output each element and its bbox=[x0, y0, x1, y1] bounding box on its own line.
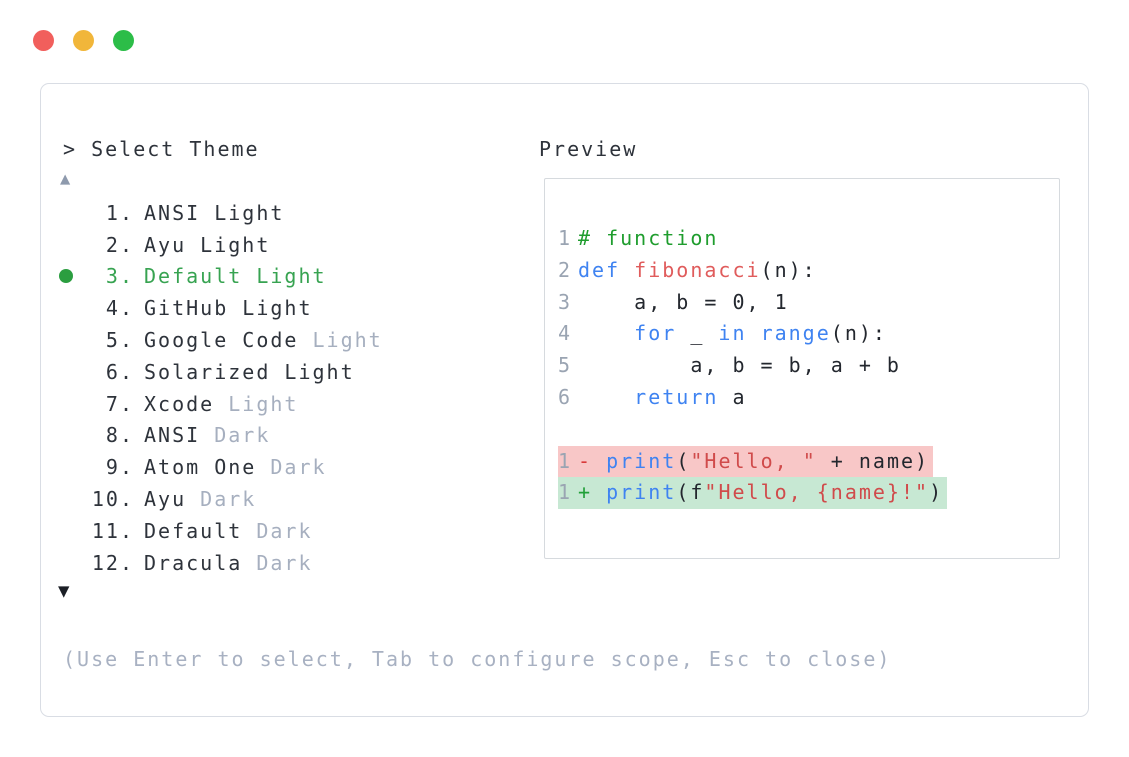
theme-picker-panel: > Select Theme ▲ 1. ANSI Light 2. Ayu Light… bbox=[40, 83, 1089, 717]
code-line: 1# function bbox=[558, 223, 722, 255]
code-line: 5 a, b = b, a + b bbox=[558, 350, 905, 382]
theme-item-12[interactable]: 12. Dracula Dark bbox=[58, 547, 383, 579]
line-number: 1 bbox=[558, 226, 573, 250]
theme-item-10[interactable]: 10. Ayu Dark bbox=[58, 483, 383, 515]
code-tokens: - print("Hello, " + name) bbox=[578, 448, 930, 473]
scroll-down-icon[interactable]: ▼ bbox=[58, 580, 70, 602]
theme-list: 1. ANSI Light 2. Ayu Light 3. Default Light 4.… bbox=[58, 197, 383, 579]
theme-item-1[interactable]: 1. ANSI Light bbox=[58, 197, 383, 229]
theme-item-label: GitHub Light bbox=[144, 296, 313, 321]
line-number: 1 bbox=[558, 480, 573, 505]
theme-item-number: 9. bbox=[105, 455, 134, 480]
theme-item-5[interactable]: 5. Google Code Light bbox=[58, 324, 383, 356]
code-line: 3 a, b = 0, 1 bbox=[558, 287, 793, 319]
code-tokens: for _ in range(n): bbox=[634, 321, 887, 346]
theme-item-number: 12. bbox=[91, 550, 134, 575]
theme-item-2[interactable]: 2. Ayu Light bbox=[58, 229, 383, 261]
theme-item-variant-dim: Dark bbox=[256, 455, 327, 480]
theme-item-variant-dim: Dark bbox=[242, 518, 313, 543]
theme-item-11[interactable]: 11. Default Dark bbox=[58, 515, 383, 547]
theme-item-number: 11. bbox=[91, 518, 134, 543]
maximize-button[interactable] bbox=[113, 30, 134, 51]
line-number: 2 bbox=[558, 257, 573, 282]
line-number bbox=[558, 414, 572, 446]
theme-item-variant-dim: Dark bbox=[186, 487, 257, 512]
theme-item-9[interactable]: 9. Atom One Dark bbox=[58, 451, 383, 483]
line-number: 6 bbox=[558, 384, 573, 409]
theme-item-number: 8. bbox=[105, 423, 134, 448]
code-line bbox=[558, 414, 582, 446]
diff-line-added: 1+ print(f"Hello, {name}!") bbox=[558, 477, 948, 510]
theme-item-label: Atom One Dark bbox=[144, 455, 327, 480]
theme-item-label: Default Dark bbox=[144, 518, 313, 543]
theme-item-number: 6. bbox=[105, 359, 134, 384]
window-controls bbox=[33, 30, 134, 51]
theme-item-label: Ayu Light bbox=[144, 232, 271, 257]
theme-item-variant-dim: Dark bbox=[242, 550, 313, 575]
theme-item-label: Default Light bbox=[144, 264, 327, 289]
code-tokens: # function bbox=[578, 226, 719, 250]
line-number: 5 bbox=[558, 353, 573, 378]
theme-item-label: Xcode Light bbox=[144, 391, 299, 416]
selected-dot-icon bbox=[59, 269, 73, 284]
theme-item-label: Google Code Light bbox=[144, 328, 383, 353]
close-button[interactable] bbox=[33, 30, 54, 51]
theme-item-number: 4. bbox=[105, 296, 134, 321]
theme-item-label: ANSI Light bbox=[144, 200, 285, 225]
preview-label: Preview bbox=[539, 137, 638, 161]
theme-item-label: Solarized Light bbox=[144, 359, 355, 384]
code-line: 4 for _ in range(n): bbox=[558, 318, 891, 350]
line-number: 4 bbox=[558, 321, 573, 346]
select-theme-prompt: > Select Theme bbox=[63, 137, 260, 161]
theme-item-number: 3. bbox=[105, 264, 134, 289]
theme-item-7[interactable]: 7. Xcode Light bbox=[58, 388, 383, 420]
theme-item-8[interactable]: 8. ANSI Dark bbox=[58, 420, 383, 452]
code-line: 6 return a bbox=[558, 382, 751, 414]
code-tokens: return a bbox=[634, 384, 747, 409]
theme-item-3[interactable]: 3. Default Light bbox=[58, 261, 383, 293]
theme-item-variant-dim: Dark bbox=[200, 423, 271, 448]
minimize-button[interactable] bbox=[73, 30, 94, 51]
code-tokens: + print(f"Hello, {name}!") bbox=[578, 480, 944, 505]
theme-item-label: Ayu Dark bbox=[144, 487, 257, 512]
code-tokens: def fibonacci(n): bbox=[578, 257, 817, 282]
theme-item-4[interactable]: 4. GitHub Light bbox=[58, 292, 383, 324]
code-tokens: a, b = b, a + b bbox=[578, 353, 901, 378]
theme-item-number: 10. bbox=[91, 487, 134, 512]
code-tokens: a, b = 0, 1 bbox=[578, 289, 789, 314]
theme-item-number: 7. bbox=[105, 391, 134, 416]
help-text: (Use Enter to select, Tab to configure s… bbox=[63, 647, 892, 671]
diff-line-removed: 1- print("Hello, " + name) bbox=[558, 445, 934, 478]
line-number: 3 bbox=[558, 289, 573, 314]
theme-item-label: Dracula Dark bbox=[144, 550, 313, 575]
theme-item-variant-dim: Light bbox=[298, 328, 383, 353]
theme-item-variant-dim: Light bbox=[214, 391, 299, 416]
selection-marker bbox=[58, 269, 90, 284]
theme-item-number: 2. bbox=[105, 232, 134, 257]
line-number: 1 bbox=[558, 448, 573, 473]
scroll-up-icon[interactable]: ▲ bbox=[60, 169, 71, 189]
theme-item-6[interactable]: 6. Solarized Light bbox=[58, 356, 383, 388]
theme-item-label: ANSI Dark bbox=[144, 423, 271, 448]
theme-item-number: 1. bbox=[105, 200, 134, 225]
theme-item-number: 5. bbox=[105, 328, 134, 353]
